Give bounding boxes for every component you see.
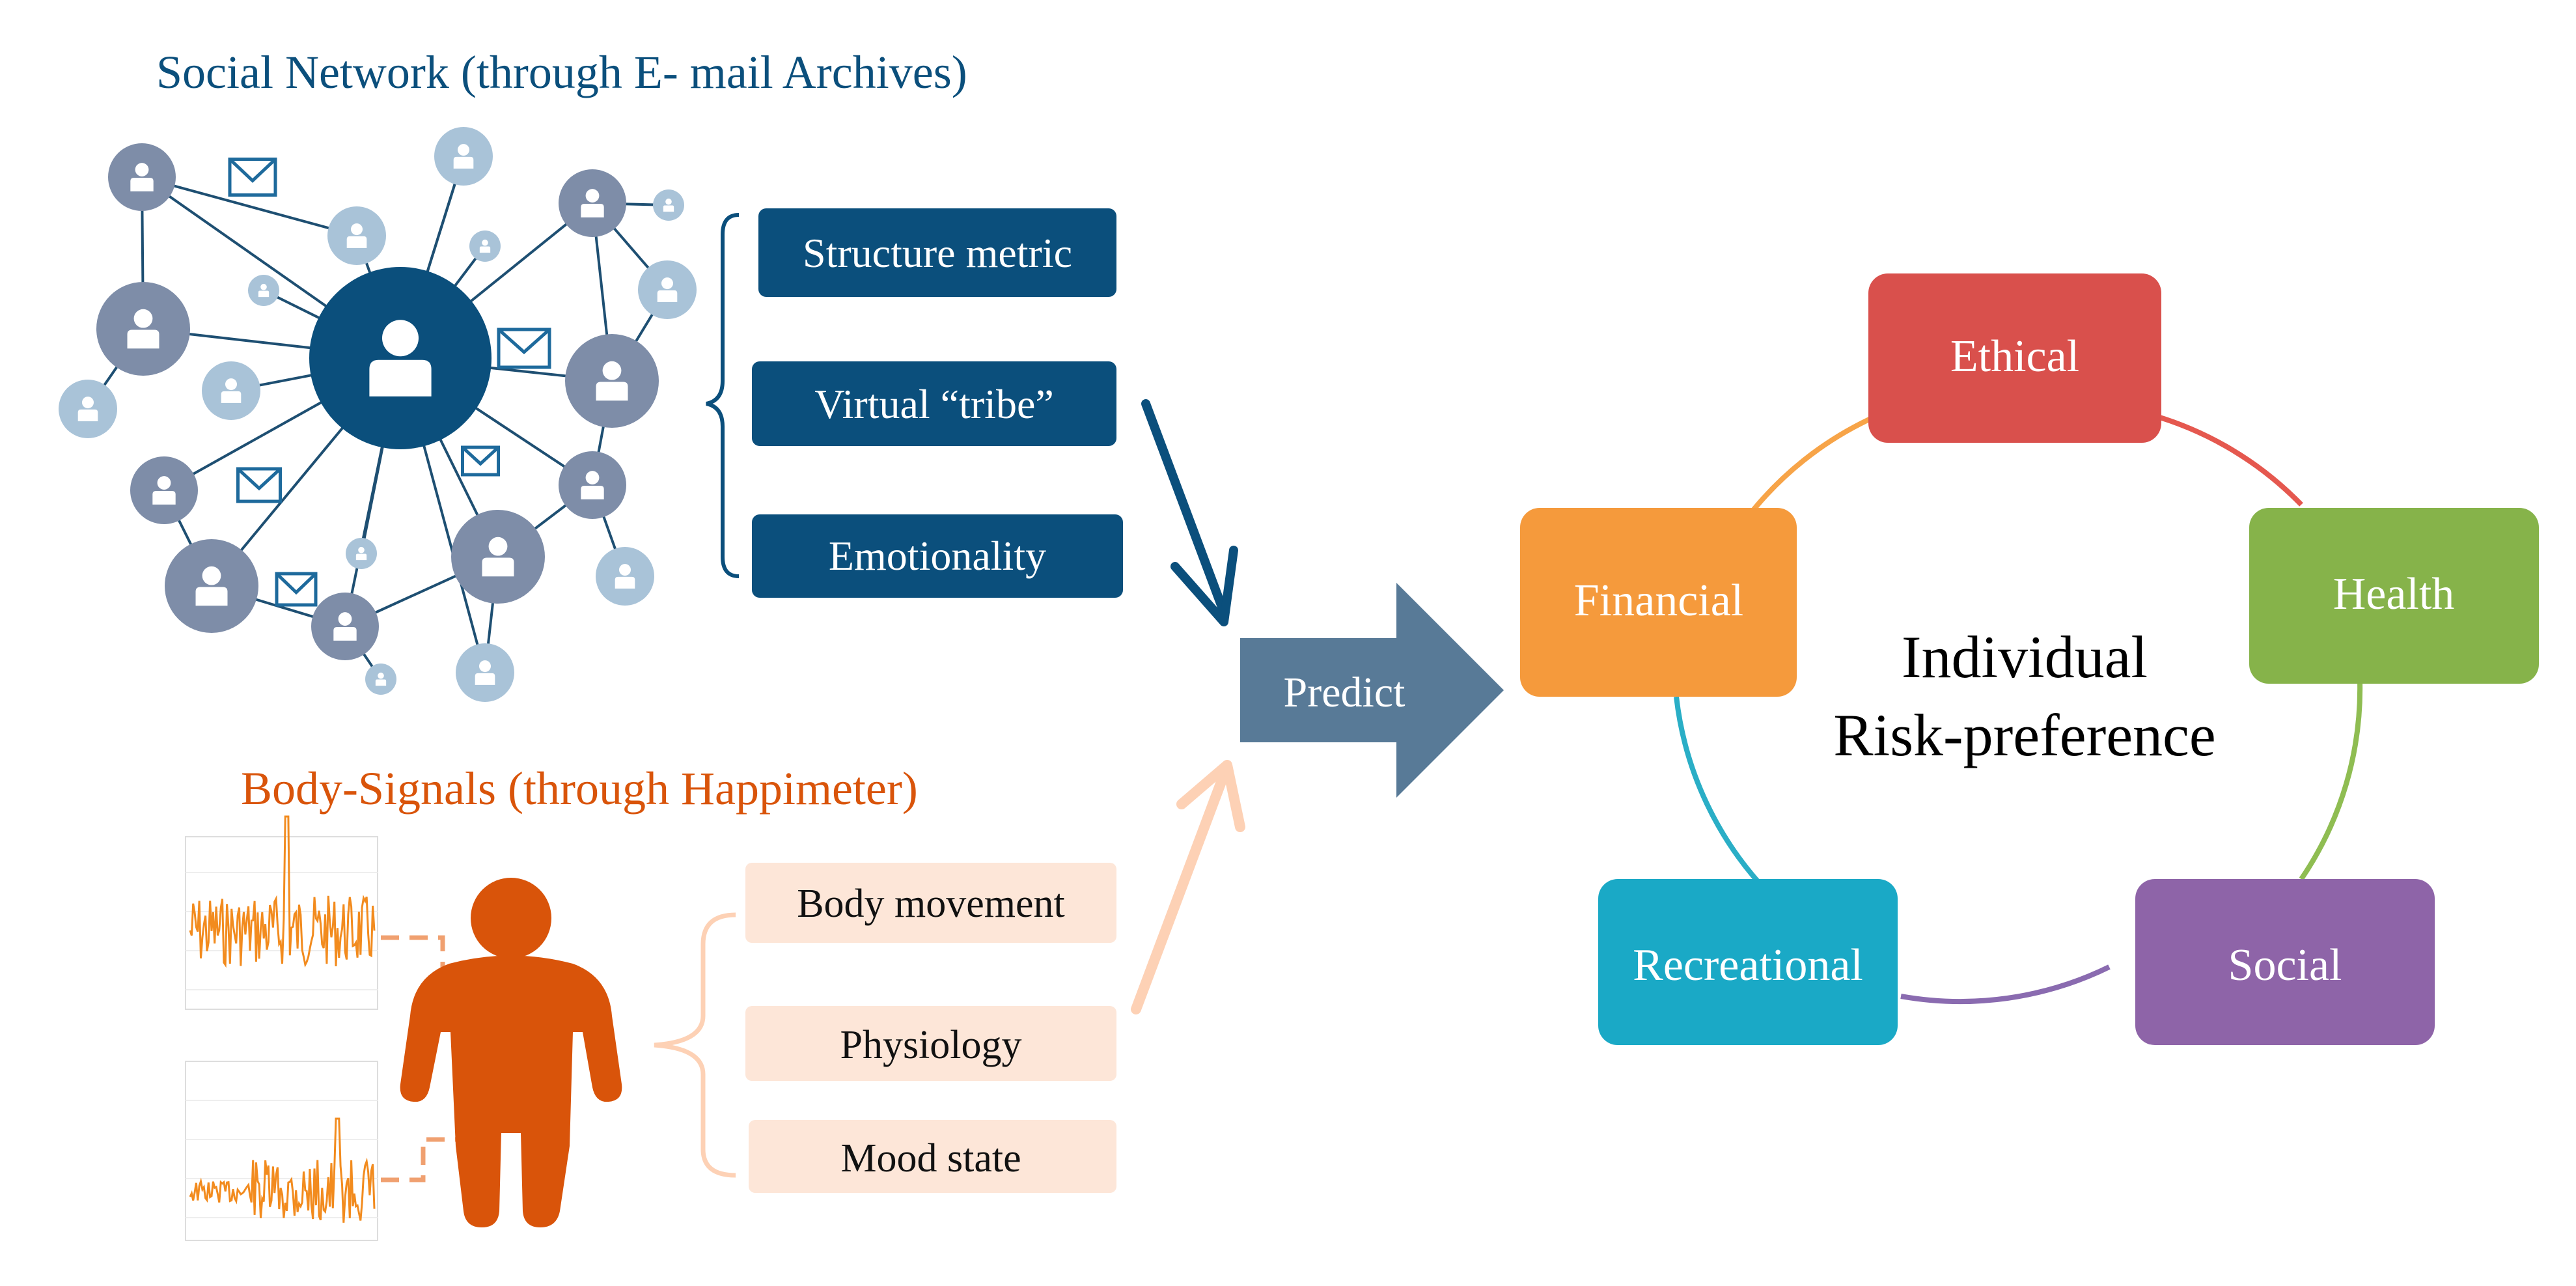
body-features-brace — [654, 912, 736, 1178]
signal-connector-bottom — [381, 1137, 482, 1182]
network-hub-person-icon — [309, 267, 492, 449]
network-node-person-icon — [96, 282, 190, 376]
predict-arrow-shape — [1240, 583, 1504, 798]
svg-text:Mood state: Mood state — [840, 1136, 1021, 1181]
network-node-person-icon — [108, 143, 176, 211]
network-node-person-icon — [165, 539, 258, 633]
network-node-person-icon — [346, 538, 377, 569]
network-node-person-icon — [248, 275, 279, 306]
envelope-icon — [497, 328, 551, 369]
envelope-icon — [228, 158, 277, 197]
envelope-icon — [461, 445, 500, 477]
network-node-person-icon — [565, 334, 659, 428]
svg-text:Emotionality: Emotionality — [829, 533, 1046, 579]
network-node-person-icon — [202, 361, 260, 420]
network-node-person-icon — [434, 127, 493, 186]
body-feature-mood-state: Mood state — [749, 1120, 1116, 1193]
svg-text:Financial: Financial — [1574, 576, 1743, 626]
svg-text:Social: Social — [2228, 940, 2342, 990]
body-feature-physiology: Physiology — [745, 1006, 1116, 1081]
network-node-person-icon — [59, 380, 117, 438]
network-node-person-icon — [130, 456, 198, 524]
envelope-icon — [236, 467, 282, 503]
signal-plot-top — [185, 815, 378, 1010]
network-node-person-icon — [638, 260, 697, 319]
social-feature-virtual-tribe: Virtual “tribe” — [752, 361, 1116, 446]
network-node-person-icon — [559, 169, 626, 237]
svg-text:Ethical: Ethical — [1950, 331, 2079, 382]
domain-social: Social — [2135, 879, 2435, 1045]
svg-text:Structure metric: Structure metric — [803, 230, 1072, 276]
domain-ethical: Ethical — [1868, 273, 2161, 443]
network-edge — [141, 176, 357, 237]
predict-label: Predict — [1284, 669, 1406, 716]
envelope-icon — [275, 572, 318, 607]
network-node-person-icon — [469, 231, 501, 262]
social-features-bracket — [706, 213, 740, 578]
network-node-person-icon — [365, 664, 396, 695]
svg-text:Physiology: Physiology — [840, 1023, 1021, 1067]
body-signals-title: Body-Signals (through Happimeter) — [241, 762, 918, 815]
social-network-graph — [59, 127, 697, 702]
network-node-person-icon — [653, 189, 684, 221]
network-node-person-icon — [311, 593, 379, 660]
person-silhouette-icon — [400, 878, 622, 1227]
svg-text:Virtual “tribe”: Virtual “tribe” — [814, 381, 1054, 427]
svg-text:Body movement: Body movement — [797, 882, 1065, 926]
body-feature-body-movement: Body movement — [745, 863, 1116, 943]
domain-health: Health — [2249, 508, 2539, 684]
cycle-center-line1: Individual — [1902, 624, 2148, 690]
network-node-person-icon — [596, 547, 654, 606]
network-node-person-icon — [559, 451, 626, 519]
svg-text:Recreational: Recreational — [1633, 940, 1863, 990]
social-feature-emotionality: Emotionality — [752, 514, 1123, 598]
signal-plot-bottom — [185, 1061, 378, 1241]
network-node-person-icon — [456, 643, 514, 702]
domain-financial: Financial — [1520, 508, 1797, 697]
svg-text:Health: Health — [2333, 569, 2455, 619]
social-feature-structure-metric: Structure metric — [758, 208, 1116, 297]
domain-recreational: Recreational — [1598, 879, 1898, 1045]
body-to-predict-arrow — [1131, 770, 1229, 1014]
cycle-center-line2: Risk-preference — [1833, 702, 2215, 768]
social-network-title: Social Network (through E- mail Archives… — [156, 46, 967, 98]
social-to-predict-arrow — [1141, 399, 1228, 617]
network-node-person-icon — [327, 206, 386, 265]
network-node-person-icon — [451, 510, 545, 604]
